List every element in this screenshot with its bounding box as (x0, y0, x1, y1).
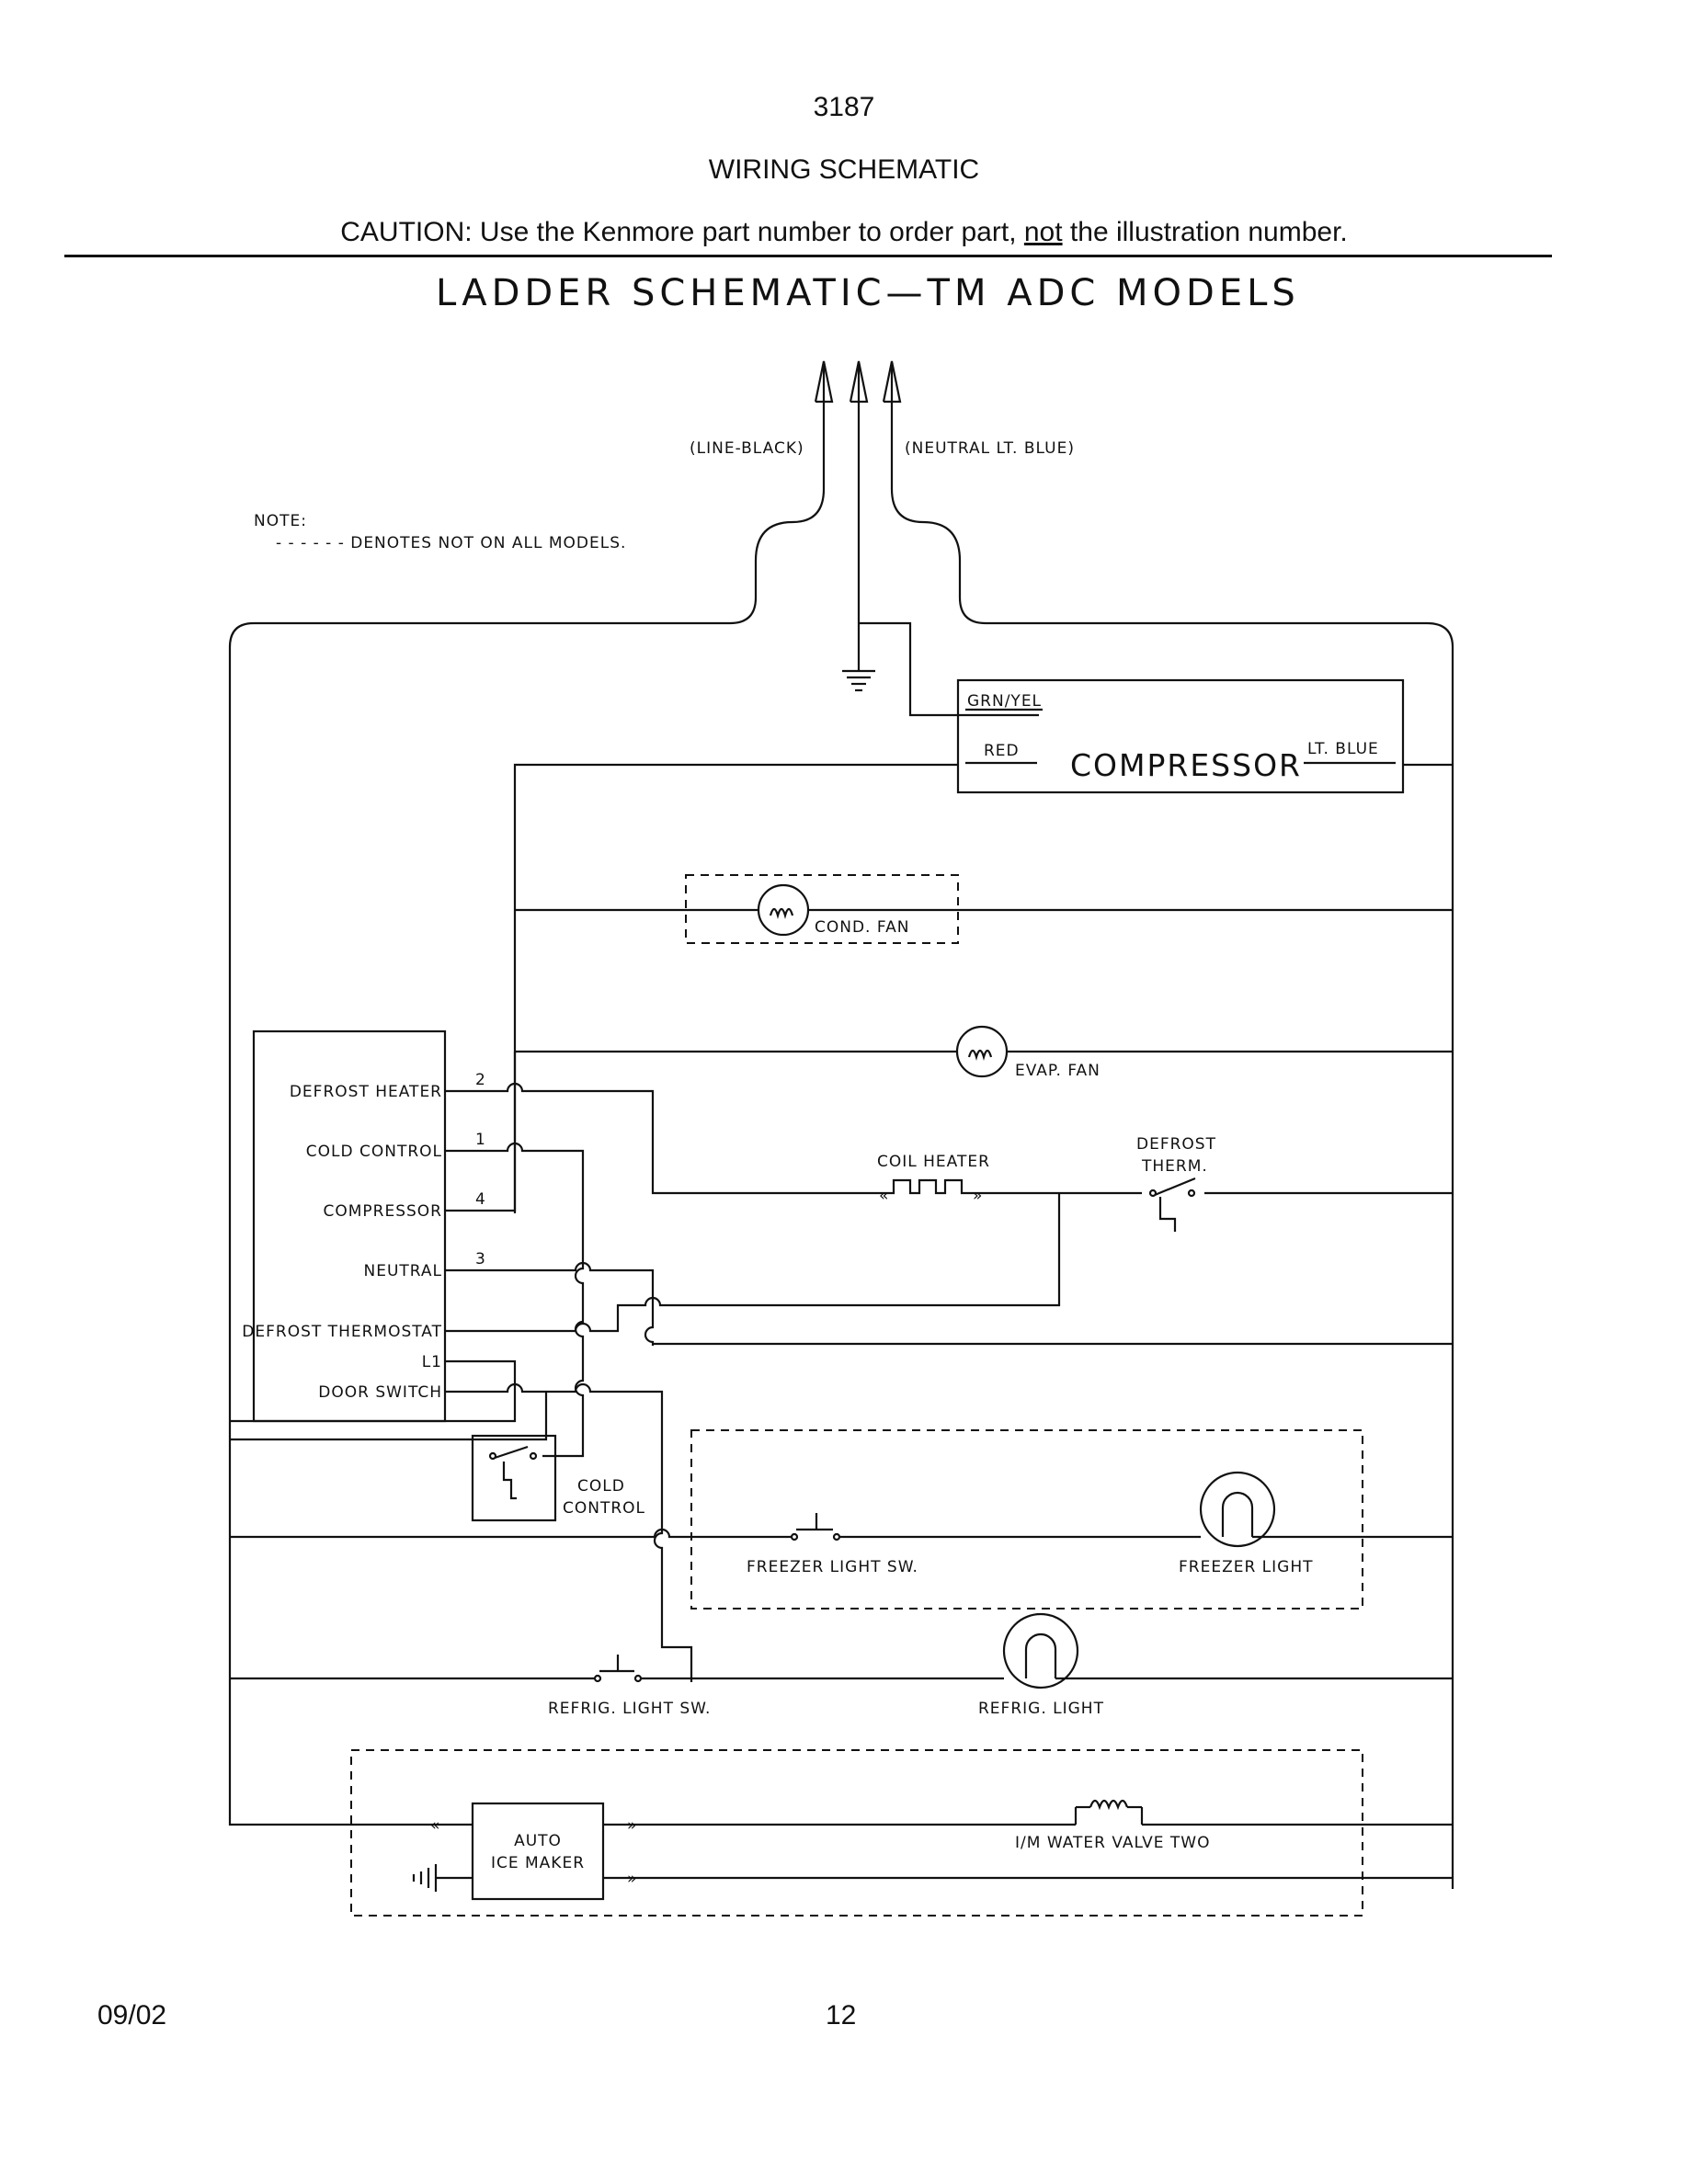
caution-emphasis: not (1023, 217, 1063, 247)
compressor-grn-yel: GRN/YEL (967, 692, 1042, 711)
cond-fan-label: COND. FAN (815, 918, 909, 937)
supply-cord (228, 360, 1454, 1889)
caution-note: CAUTION: Use the Kenmore part number to … (0, 217, 1688, 248)
compressor-red: RED (984, 742, 1020, 760)
timer-terminal-cold-control: COLD CONTROL (306, 1143, 442, 1161)
footer-date: 09/02 (97, 2000, 167, 2030)
line-black-label: (LINE-BLACK) (690, 439, 804, 458)
page-title: WIRING SCHEMATIC (708, 154, 980, 185)
water-valve-coil-icon (1074, 1799, 1144, 1825)
coil-heater-label: COIL HEATER (877, 1153, 990, 1171)
freezer-light-optional-box (690, 1429, 1363, 1610)
wire-number-1: 1 (475, 1131, 486, 1149)
refrig-light-switch-label: REFRIG. LIGHT SW. (548, 1700, 711, 1718)
compressor-label: COMPRESSOR (1070, 747, 1302, 783)
footer-page-number: 12 (826, 2000, 857, 2030)
timer-terminal-l1: L1 (422, 1353, 442, 1371)
freezer-light-switch-label: FREEZER LIGHT SW. (747, 1558, 918, 1576)
wire-number-4: 4 (475, 1190, 486, 1209)
svg-text:«: « (430, 1816, 440, 1835)
cond-fan-optional-box (685, 874, 959, 944)
compressor-lt-blue: LT. BLUE (1307, 740, 1379, 758)
cold-control-label-1: COLD (577, 1477, 625, 1496)
timer-terminal-defrost-heater: DEFROST HEATER (290, 1083, 442, 1101)
model-number: 3187 (813, 92, 875, 122)
svg-text:»: » (627, 1870, 637, 1888)
cold-control-switch (471, 1434, 557, 1522)
svg-text:«: « (879, 1187, 889, 1205)
header-rule (64, 255, 1552, 257)
ice-maker-label-2: ICE MAKER (491, 1854, 585, 1872)
note-text: - - - - - - DENOTES NOT ON ALL MODELS. (276, 534, 626, 552)
timer-wiring (230, 1052, 1453, 1682)
diagram-title: LADDER SCHEMATIC—TM ADC MODELS (436, 272, 1300, 314)
refrig-light-switch-icon (593, 1655, 643, 1683)
ground-icon (842, 621, 1039, 717)
timer-terminal-defrost-thermostat: DEFROST THERMOSTAT (242, 1323, 442, 1341)
timer-terminal-neutral: NEUTRAL (363, 1262, 442, 1280)
evap-fan-label: EVAP. FAN (1015, 1062, 1101, 1080)
evap-fan-motor-icon (955, 1025, 1009, 1078)
defrost-therm-label-2: THERM. (1141, 1157, 1208, 1176)
caution-suffix: the illustration number. (1062, 217, 1348, 247)
freezer-light-bulb-icon (1199, 1471, 1276, 1548)
svg-text:»: » (973, 1187, 983, 1205)
note-title: NOTE: (254, 512, 307, 530)
freezer-light-label: FREEZER LIGHT (1179, 1558, 1314, 1576)
freezer-light-switch-icon (790, 1513, 841, 1541)
cold-control-label-2: CONTROL (563, 1499, 645, 1518)
caution-prefix: CAUTION: Use the Kenmore part number to … (340, 217, 1024, 247)
compressor (956, 678, 1405, 794)
ice-maker-ground-icon (412, 1864, 473, 1892)
refrig-light-bulb-icon (1002, 1612, 1079, 1689)
wire-number-2: 2 (475, 1071, 486, 1089)
ice-maker-label-1: AUTO (514, 1832, 562, 1850)
coil-heater-icon (890, 1178, 971, 1195)
defrost-thermostat-icon (1148, 1177, 1196, 1232)
wire-number-3: 3 (475, 1250, 486, 1268)
timer-terminal-compressor: COMPRESSOR (324, 1202, 443, 1221)
ice-maker-optional-box (350, 1749, 1363, 1917)
refrig-light-label: REFRIG. LIGHT (978, 1700, 1104, 1718)
cond-fan-motor-icon (757, 883, 810, 937)
water-valve-label: I/M WATER VALVE TWO (1015, 1834, 1210, 1852)
timer-terminal-door-switch: DOOR SWITCH (318, 1383, 442, 1402)
auto-ice-maker (471, 1802, 605, 1901)
neutral-label: (NEUTRAL LT. BLUE) (905, 439, 1075, 458)
defrost-therm-label-1: DEFROST (1136, 1135, 1216, 1154)
